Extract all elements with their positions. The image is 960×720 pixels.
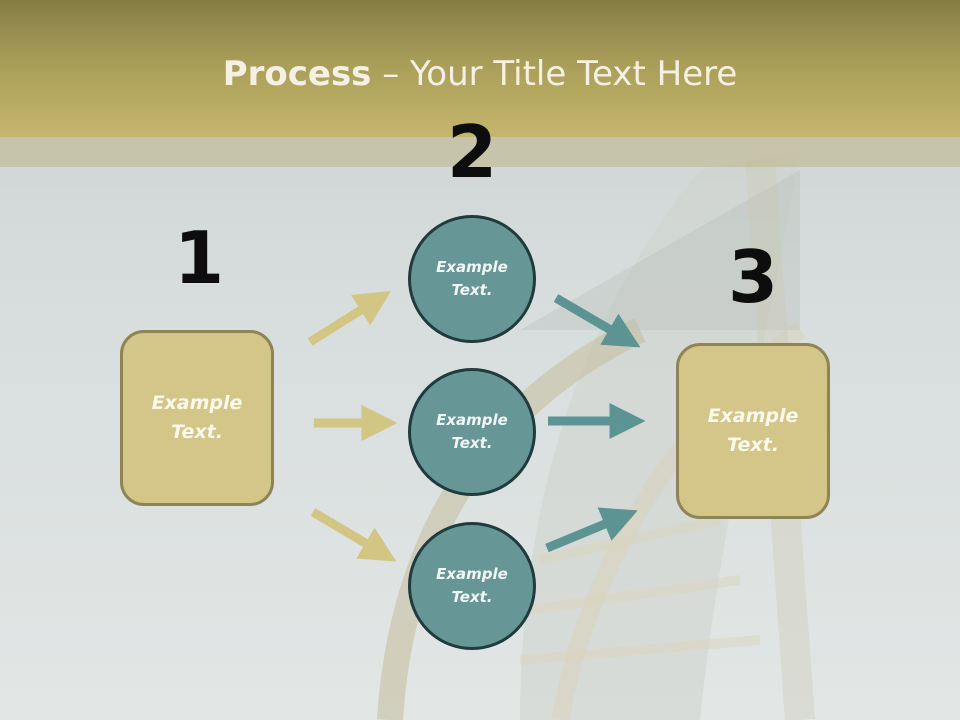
arrow-from-circle-top (553, 294, 641, 348)
step-3-text-line1: Example (707, 405, 799, 427)
step-2-circle-top: Example Text. (408, 215, 536, 343)
title-rest: – Your Title Text Here (371, 54, 738, 94)
slide-title: Process – Your Title Text Here (0, 50, 960, 98)
step-1-box: Example Text. (120, 330, 274, 506)
circle-middle-line2: Text. (451, 434, 493, 452)
step-number-2: 2 (446, 110, 498, 194)
arrow-to-circle-top (307, 291, 392, 346)
step-1-text-line1: Example (151, 392, 243, 414)
step-3-text-line2: Text. (727, 434, 779, 456)
arrow-to-circle-bottom (310, 508, 397, 562)
title-bold: Process (222, 54, 372, 94)
arrow-from-circle-bottom (545, 507, 638, 553)
circle-middle-line1: Example (436, 411, 508, 429)
step-number-1: 1 (173, 216, 225, 300)
step-number-3: 3 (727, 235, 779, 319)
circle-bottom-line1: Example (436, 565, 508, 583)
header-band (0, 137, 960, 167)
circle-top-line2: Text. (451, 281, 493, 299)
step-3-box: Example Text. (676, 343, 830, 519)
step-2-circle-middle: Example Text. (408, 368, 536, 496)
circle-top-line1: Example (436, 258, 508, 276)
step-2-circle-bottom: Example Text. (408, 522, 536, 650)
circle-bottom-line2: Text. (451, 588, 493, 606)
title-header-bar (0, 0, 960, 137)
step-1-text-line2: Text. (171, 421, 223, 443)
